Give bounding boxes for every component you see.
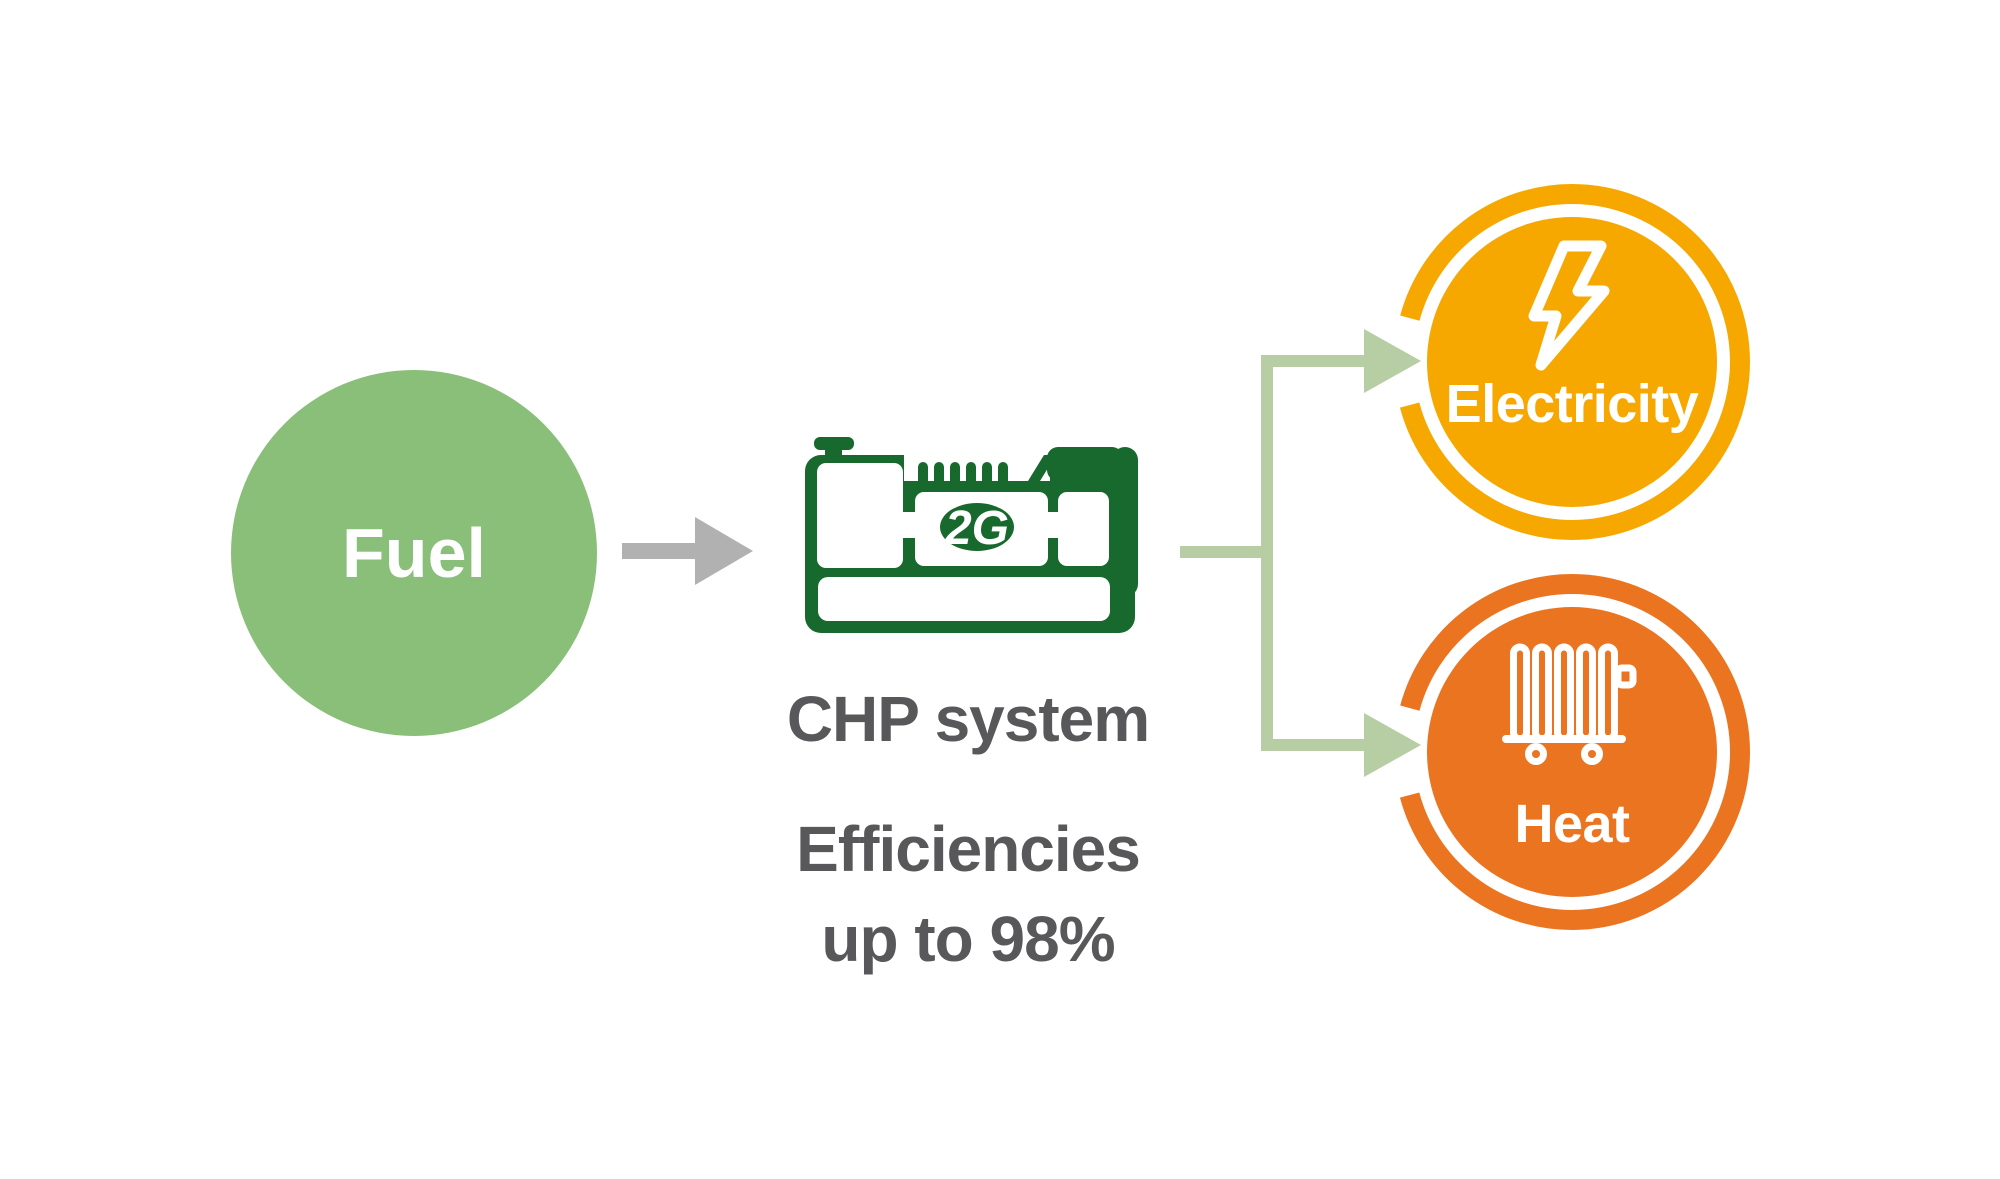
connector-stub (1180, 546, 1273, 558)
generator-left-block (817, 463, 903, 568)
fuel-label: Fuel (342, 514, 486, 592)
efficiency-line-2: up to 98% (821, 903, 1115, 975)
connector-vertical (1261, 355, 1273, 751)
heat-arrowhead-icon (1364, 713, 1421, 777)
efficiency-line-1: Efficiencies (796, 813, 1141, 885)
2g-badge-label: 2G (944, 502, 1009, 555)
heat-label: Heat (1514, 794, 1630, 854)
connector-to-heat (1267, 739, 1366, 751)
fuel-to-chp-arrow-icon (622, 517, 753, 585)
efficiency-label: Efficiencies up to 98% (718, 804, 1218, 984)
chp-to-outputs-connector (1180, 329, 1421, 777)
generator-muffler (1047, 447, 1123, 481)
generator-fins (918, 462, 1008, 488)
chp-generator-icon: 2G (805, 437, 1138, 633)
lightning-bolt-icon (1528, 240, 1610, 371)
radiator-icon (1502, 643, 1637, 765)
connector-to-electricity (1267, 355, 1366, 367)
arrow-shaft (622, 543, 700, 559)
heat-outer-ring (1394, 574, 1750, 930)
generator-top-gap (904, 451, 1050, 481)
generator-shaft-right (1043, 512, 1063, 538)
2g-badge (940, 503, 1014, 551)
heat-circle (1427, 607, 1717, 897)
electricity-label: Electricity (1446, 374, 1699, 434)
electricity-node: Electricity (1394, 184, 1750, 540)
heat-node: Heat (1394, 574, 1750, 930)
generator-right-block (1058, 492, 1109, 566)
generator-base (818, 577, 1110, 621)
arrowhead-icon (695, 517, 753, 585)
electricity-outer-ring (1394, 184, 1750, 540)
generator-shaft-left (898, 512, 920, 538)
fuel-node: Fuel (231, 370, 597, 736)
chp-system-label: CHP system (786, 683, 1150, 755)
electricity-arrowhead-icon (1364, 329, 1421, 393)
electricity-circle (1427, 217, 1717, 507)
